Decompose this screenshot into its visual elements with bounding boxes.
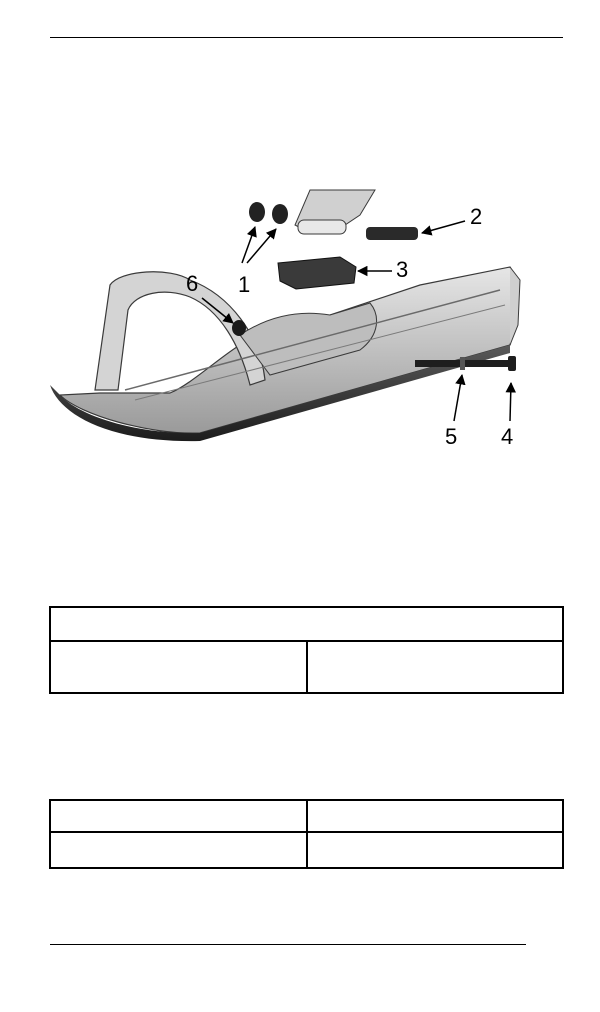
ski-exploded-diagram: 1 2 3 4 5 6 <box>40 185 560 455</box>
spec-table-2 <box>49 799 564 869</box>
header-rule <box>50 37 563 38</box>
table-cell <box>305 640 564 694</box>
bushing-pair <box>249 202 288 224</box>
spindle-arm <box>294 189 376 235</box>
footer-rule <box>50 944 526 945</box>
bolt-part <box>415 356 516 371</box>
callout-3: 3 <box>396 257 408 282</box>
table-cell <box>49 799 308 833</box>
table-cell <box>305 799 564 833</box>
callout-2: 2 <box>470 204 482 229</box>
table-header-cell <box>49 606 564 642</box>
callout-arrows <box>201 220 516 422</box>
sleeve-part <box>366 227 418 240</box>
rubber-pad <box>277 256 357 290</box>
table-cell <box>305 831 564 869</box>
callout-1: 1 <box>238 272 250 297</box>
callout-6: 6 <box>186 271 198 296</box>
table-cell <box>49 640 308 694</box>
ski-body <box>50 266 521 442</box>
table-cell <box>49 831 308 869</box>
nut-part <box>232 320 246 336</box>
callout-5: 5 <box>445 424 457 449</box>
callout-4: 4 <box>501 424 513 449</box>
spec-table-1 <box>49 606 564 694</box>
